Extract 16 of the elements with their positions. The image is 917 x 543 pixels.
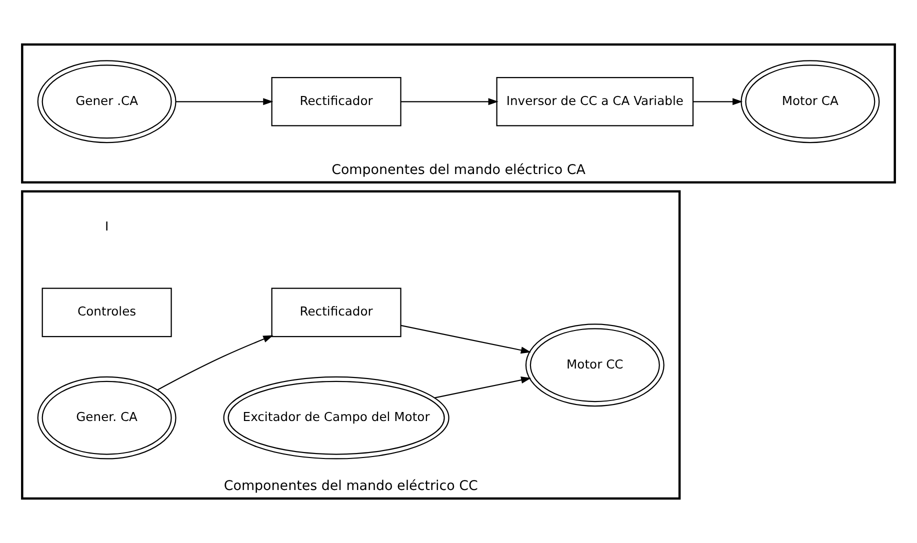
node-ellipse: Gener. CA: [37, 376, 176, 460]
node-ellipse: Excitador de Campo del Motor: [223, 376, 450, 460]
label: I: [104, 219, 109, 234]
arrow: [400, 98, 498, 106]
node-box: Controles: [42, 288, 172, 338]
node-box: Rectificador: [271, 288, 402, 338]
node-ellipse: Gener .CA: [37, 60, 176, 144]
node-box: Inversor de CC a CA Variable: [496, 76, 694, 126]
node-ellipse: Motor CA: [740, 60, 880, 144]
node-box: Rectificador: [271, 76, 402, 126]
arrow: [176, 98, 274, 106]
arrow: [400, 324, 532, 354]
node-ellipse: Motor CC: [525, 324, 664, 407]
arrow: [157, 335, 274, 390]
arrow: [434, 376, 532, 398]
arrow: [693, 98, 743, 106]
